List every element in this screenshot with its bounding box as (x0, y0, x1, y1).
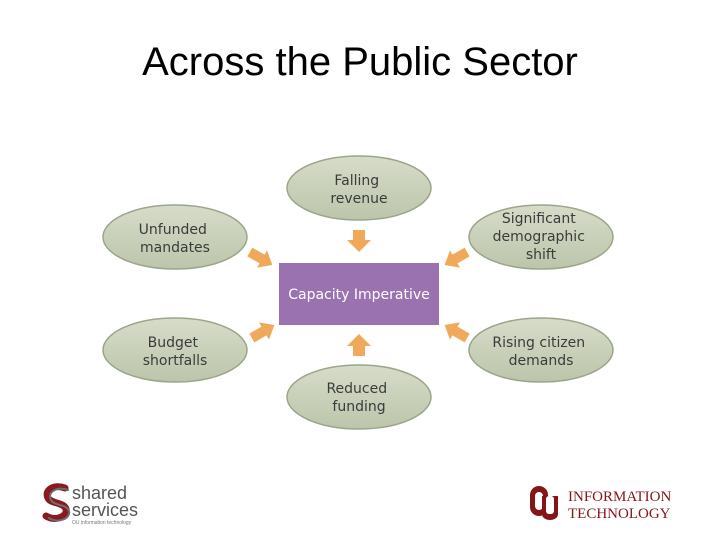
node-unfunded-mandates: Unfunded mandates (102, 204, 248, 270)
center-capacity-imperative: Capacity Imperative (279, 263, 439, 325)
arrow-down-right-icon (247, 247, 273, 268)
node-label-line: demands (509, 353, 574, 369)
node-label-line: funding (332, 399, 385, 415)
node-label-line: shift (526, 247, 557, 263)
arrow-down-icon (347, 230, 371, 252)
svg-text:Reduced funding: Reduced funding (326, 381, 391, 415)
node-budget-shortfalls: Budget shortfalls (102, 317, 248, 383)
node-rising-citizen-demands: Rising citizen demands (468, 317, 614, 383)
node-reduced-funding: Reduced funding (286, 364, 432, 430)
node-label-line: Falling (334, 173, 379, 189)
node-label-line: Reduced (326, 381, 387, 397)
arrow-up-icon (347, 334, 371, 356)
shared-services-s-icon (42, 483, 71, 522)
ou-it-logo: INFORMATION TECHNOLOGY (530, 486, 672, 522)
node-label-line: shortfalls (143, 353, 208, 369)
slide-title: Across the Public Sector (142, 40, 578, 84)
shared-services-logo: shared services OU information technolog… (42, 483, 138, 526)
arrow-down-left-icon (444, 247, 470, 268)
ou-monogram-icon (530, 486, 558, 520)
node-falling-revenue: Falling revenue (286, 155, 432, 221)
node-label-line: Rising citizen (492, 335, 585, 351)
node-label-line: revenue (330, 191, 387, 207)
node-label-line: Significant (502, 211, 576, 227)
logo-word-information: INFORMATION (568, 489, 672, 505)
center-label: Capacity Imperative (288, 287, 430, 303)
logo-word-shared: shared (72, 483, 127, 503)
logo-word-technology: TECHNOLOGY (568, 506, 671, 522)
svg-text:Budget shortfalls: Budget shortfalls (143, 335, 208, 369)
arrow-up-left-icon (444, 322, 470, 343)
svg-text:Rising citizen demands: Rising citizen demands (492, 335, 589, 369)
logo-tagline: OU information technology (72, 520, 132, 526)
arrow-up-right-icon (249, 322, 275, 343)
node-demographic-shift: Significant demographic shift (468, 204, 614, 270)
node-label-line: demographic (493, 229, 585, 245)
svg-text:Significant demographic: Significant demographic shift (493, 211, 590, 263)
svg-text:Unfunded mandates: Unfunded mandates (139, 222, 212, 256)
logo-word-services: services (72, 500, 138, 520)
svg-text:Falling revenue: Falling revenue (330, 173, 387, 207)
node-label-line: Unfunded (139, 222, 207, 238)
node-label-line: mandates (140, 240, 210, 256)
node-label-line: Budget (148, 335, 199, 351)
